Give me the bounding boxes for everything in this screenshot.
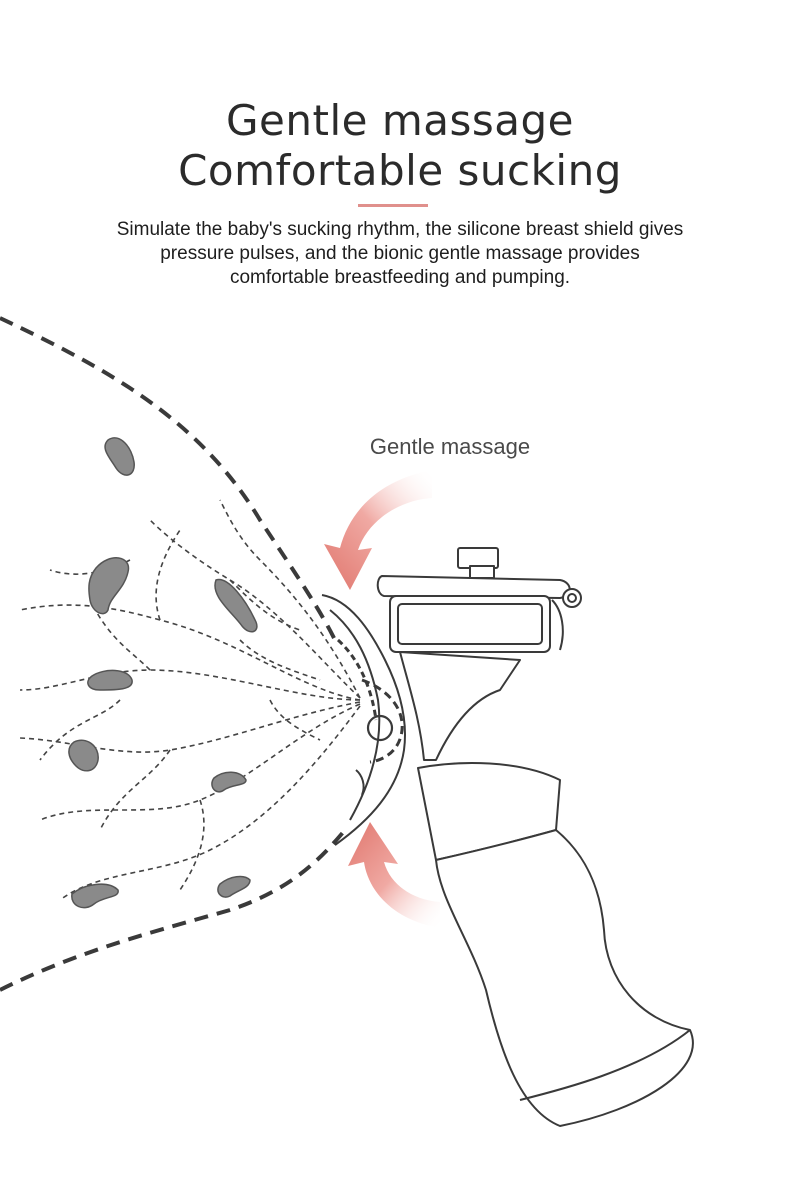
headline-line-1: Gentle massage [226,96,574,145]
milk-ducts [19,499,361,901]
description-line-3: comfortable breastfeeding and pumping. [229,267,571,288]
description: Simulate the baby's sucking rhythm, the … [40,218,760,290]
description-line-2: pressure pulses, and the bionic gentle m… [160,243,640,264]
massage-arrow-top [324,470,432,590]
mammary-glands [68,437,258,909]
gentle-massage-callout: Gentle massage [369,434,531,459]
breast-shield [321,594,406,846]
description-line-1: Simulate the baby's sucking rhythm, the … [116,219,684,240]
breast-outline [0,316,347,992]
pump-body [376,547,694,1127]
accent-divider [358,204,428,207]
headline-line-2: Comfortable sucking [178,146,622,195]
headline: Gentle massage Comfortable sucking [0,96,800,196]
massage-arrow-bottom [348,822,440,928]
